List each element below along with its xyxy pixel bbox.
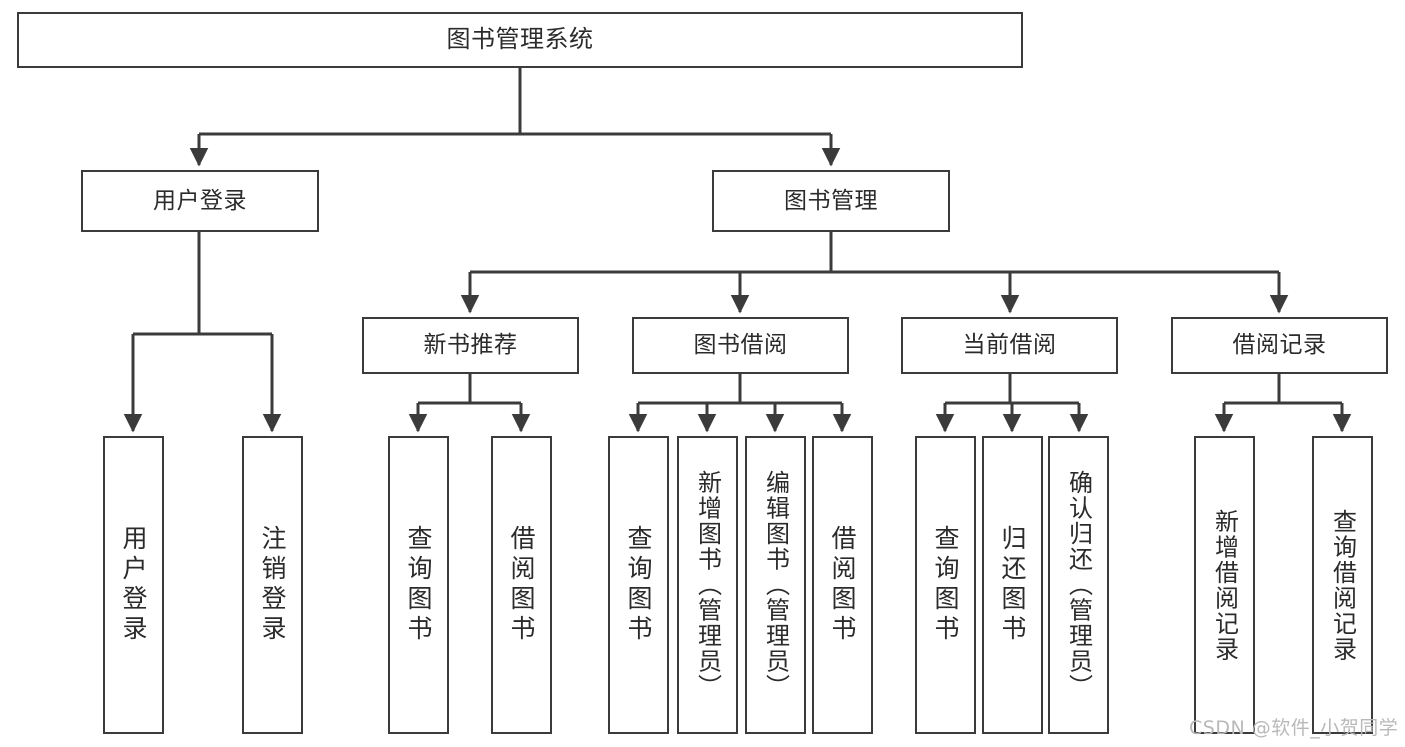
leaf-edit-book-admin[interactable]: 编辑图书（管理员） bbox=[745, 436, 806, 734]
node-user-login[interactable]: 用户登录 bbox=[81, 170, 319, 232]
node-label: 新增借阅记录 bbox=[1210, 508, 1239, 662]
leaf-borrow-book-recommend[interactable]: 借阅图书 bbox=[491, 436, 552, 734]
node-label: 借阅图书 bbox=[828, 525, 857, 645]
node-label: 确认归还（管理员） bbox=[1064, 470, 1093, 700]
node-label: 用户登录 bbox=[153, 187, 247, 214]
node-label: 编辑图书（管理员） bbox=[761, 470, 790, 700]
leaf-user-login[interactable]: 用户登录 bbox=[103, 436, 164, 734]
node-label: 用户登录 bbox=[119, 525, 148, 645]
node-label: 当前借阅 bbox=[962, 332, 1057, 359]
node-label: 查询图书 bbox=[931, 525, 960, 645]
leaf-query-book-borrow[interactable]: 查询图书 bbox=[608, 436, 669, 734]
node-label: 查询图书 bbox=[624, 525, 653, 645]
node-label: 注销登录 bbox=[258, 525, 287, 645]
leaf-query-book-recommend[interactable]: 查询图书 bbox=[388, 436, 449, 734]
leaf-confirm-return-admin[interactable]: 确认归还（管理员） bbox=[1048, 436, 1109, 734]
leaf-borrow-book[interactable]: 借阅图书 bbox=[812, 436, 873, 734]
node-label: 查询图书 bbox=[404, 525, 433, 645]
node-label: 归还图书 bbox=[998, 525, 1027, 645]
node-label: 图书管理系统 bbox=[446, 25, 594, 54]
node-label: 借阅图书 bbox=[507, 525, 536, 645]
node-label: 借阅记录 bbox=[1232, 332, 1327, 359]
leaf-logout[interactable]: 注销登录 bbox=[242, 436, 303, 734]
leaf-add-borrow-record[interactable]: 新增借阅记录 bbox=[1194, 436, 1255, 734]
node-label: 新增图书（管理员） bbox=[693, 470, 722, 700]
node-new-book-recommend[interactable]: 新书推荐 bbox=[362, 317, 579, 374]
leaf-query-borrow-record[interactable]: 查询借阅记录 bbox=[1312, 436, 1373, 734]
node-label: 图书管理 bbox=[784, 187, 878, 214]
node-book-borrow[interactable]: 图书借阅 bbox=[632, 317, 849, 374]
node-label: 图书借阅 bbox=[693, 332, 788, 359]
leaf-add-book-admin[interactable]: 新增图书（管理员） bbox=[677, 436, 738, 734]
watermark-text: CSDN @软件_小贺同学 bbox=[1189, 717, 1399, 739]
node-label: 查询借阅记录 bbox=[1328, 508, 1357, 662]
node-root-book-management-system[interactable]: 图书管理系统 bbox=[17, 12, 1023, 68]
node-label: 新书推荐 bbox=[423, 332, 518, 359]
node-current-borrow[interactable]: 当前借阅 bbox=[901, 317, 1118, 374]
node-book-management[interactable]: 图书管理 bbox=[712, 170, 950, 232]
leaf-query-book-current[interactable]: 查询图书 bbox=[915, 436, 976, 734]
node-borrow-record[interactable]: 借阅记录 bbox=[1171, 317, 1388, 374]
leaf-return-book[interactable]: 归还图书 bbox=[982, 436, 1043, 734]
